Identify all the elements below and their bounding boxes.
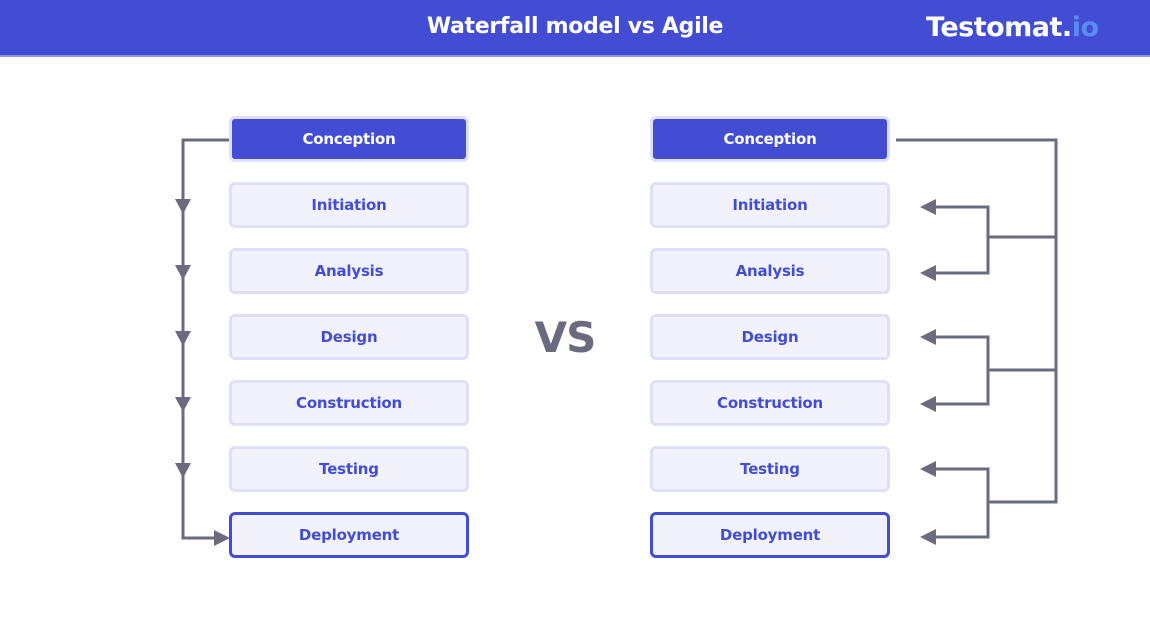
waterfall-stage-construction: Construction xyxy=(229,380,469,426)
arrow-left-icon xyxy=(920,265,936,281)
waterfall-stage-deployment: Deployment xyxy=(229,512,469,558)
agile-stage-testing: Testing xyxy=(650,446,890,492)
arrow-left-icon xyxy=(920,329,936,345)
stage-label: Analysis xyxy=(735,262,805,280)
arrow-left-icon xyxy=(920,199,936,215)
stage-label: Conception xyxy=(723,130,817,148)
stage-label: Initiation xyxy=(311,196,387,214)
agile-stage-design: Design xyxy=(650,314,890,360)
waterfall-stage-analysis: Analysis xyxy=(229,248,469,294)
stage-label: Construction xyxy=(717,394,823,412)
testomat-logo: Testomat.io xyxy=(926,12,1099,44)
stage-label: Conception xyxy=(302,130,396,148)
stage-label: Deployment xyxy=(719,526,821,544)
arrow-down-icon xyxy=(175,463,191,478)
header-bar: Waterfall model vs Agile Testomat.io xyxy=(0,0,1150,57)
stage-label: Design xyxy=(320,328,378,346)
waterfall-stage-design: Design xyxy=(229,314,469,360)
stage-label: Testing xyxy=(740,460,800,478)
logo-accent-text: io xyxy=(1071,12,1099,43)
waterfall-stage-initiation: Initiation xyxy=(229,182,469,228)
waterfall-stage-conception: Conception xyxy=(229,116,469,162)
arrow-down-icon xyxy=(175,397,191,412)
agile-stage-conception: Conception xyxy=(650,116,890,162)
arrow-right-icon xyxy=(214,530,230,546)
page-title: Waterfall model vs Agile xyxy=(426,14,724,39)
stage-label: Construction xyxy=(296,394,402,412)
agile-stage-deployment: Deployment xyxy=(650,512,890,558)
arrow-down-icon xyxy=(175,199,191,214)
logo-main-text: Testomat. xyxy=(926,12,1072,43)
agile-stage-construction: Construction xyxy=(650,380,890,426)
stage-label: Testing xyxy=(319,460,379,478)
agile-stage-analysis: Analysis xyxy=(650,248,890,294)
arrow-down-icon xyxy=(175,265,191,280)
stage-label: Design xyxy=(741,328,799,346)
stage-label: Initiation xyxy=(732,196,808,214)
stage-label: Analysis xyxy=(314,262,384,280)
vs-label: VS xyxy=(534,313,597,362)
arrow-down-icon xyxy=(175,331,191,346)
waterfall-stage-testing: Testing xyxy=(229,446,469,492)
agile-stage-initiation: Initiation xyxy=(650,182,890,228)
arrow-left-icon xyxy=(920,461,936,477)
stage-label: Deployment xyxy=(298,526,400,544)
arrow-left-icon xyxy=(920,396,936,412)
arrow-left-icon xyxy=(920,529,936,545)
